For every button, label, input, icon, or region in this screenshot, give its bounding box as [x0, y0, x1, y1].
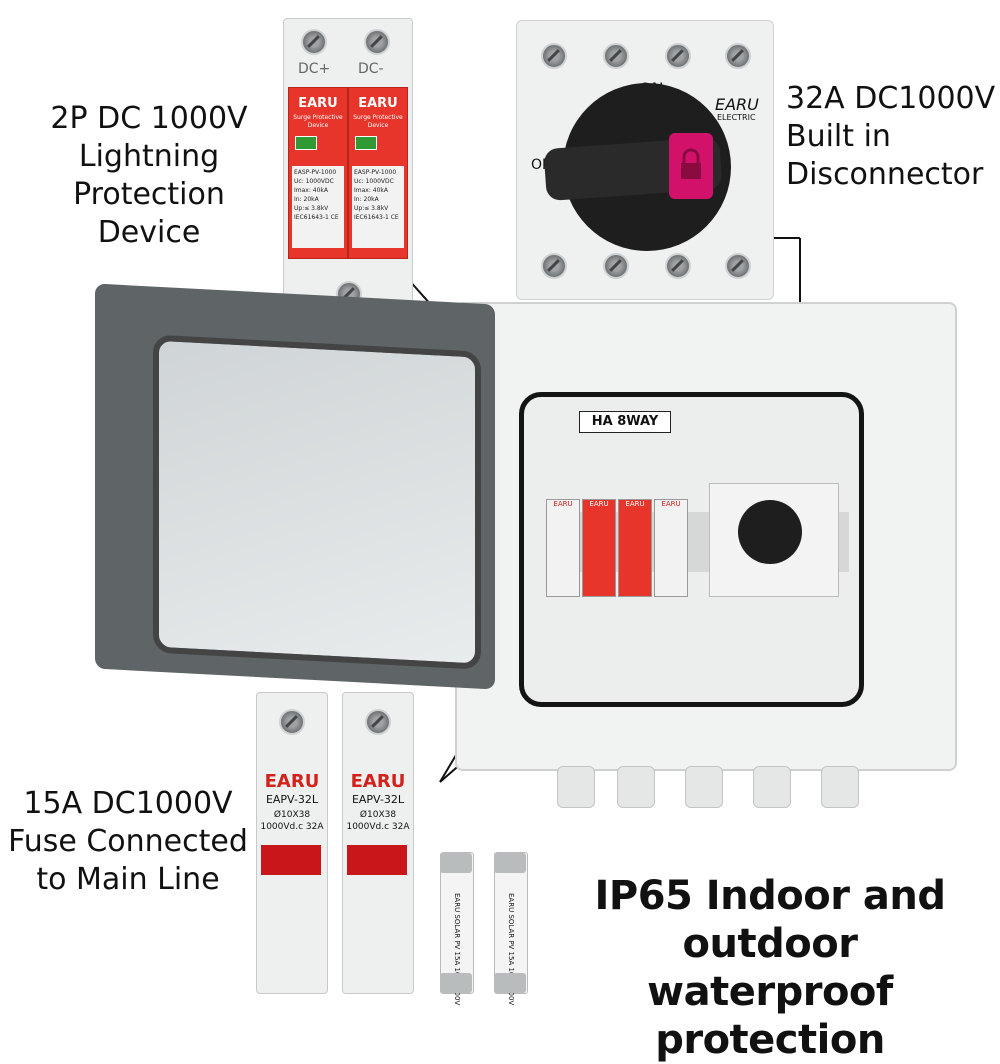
- spd-pole-right: EARU Surge Protective Device EASP-PV-100…: [348, 87, 408, 259]
- status-window: [355, 136, 377, 150]
- fuse-brand: EARU: [264, 771, 320, 792]
- spd-spec: Uc: 1000VDC Imax: 40kA In: 20kA Up:≤ 3.8…: [354, 178, 399, 221]
- ip65-headline: IP65 Indoor and outdoor waterproof prote…: [594, 873, 947, 1063]
- terminal-screw-icon: [665, 253, 691, 279]
- door-window: [153, 334, 481, 670]
- terminal-label-plus: DC+: [298, 61, 331, 77]
- cartridge-cap: [494, 973, 526, 993]
- spd-pole-left: EARU Surge Protective Device EASP-PV-100…: [288, 87, 348, 259]
- terminal-screw-icon: [365, 709, 391, 735]
- mini-knob: [738, 500, 802, 564]
- mini-disconnector: [709, 483, 839, 597]
- cable-gland: [685, 766, 723, 808]
- fuse-model: EAPV-32L: [265, 793, 319, 806]
- terminal-screw-icon: [665, 43, 691, 69]
- transparent-door: [95, 283, 495, 690]
- spd-model: EASP-PV-1000: [354, 169, 397, 176]
- spd-spec-label: EASP-PV-1000 Uc: 1000VDC Imax: 40kA In: …: [352, 166, 404, 248]
- cartridge-cap: [440, 853, 472, 873]
- fuse-window: [347, 845, 407, 875]
- terminal-label-minus: DC-: [358, 61, 384, 77]
- spd-brand: EARU: [358, 96, 398, 111]
- surge-protective-device: DC+ DC- EARU Surge Protective Device EAS…: [283, 18, 413, 318]
- fuse-brand: EARU: [350, 771, 406, 792]
- fuse-cartridge: EARU SOLAR PV 15A 10F 1000V: [494, 852, 528, 1005]
- terminal-screw-icon: [364, 29, 390, 55]
- status-window: [295, 136, 317, 150]
- disconnector-brand: EARU: [715, 95, 759, 114]
- terminal-screw-icon: [603, 253, 629, 279]
- terminal-screw-icon: [279, 709, 305, 735]
- spd-model: EASP-PV-1000: [294, 169, 337, 176]
- terminal-screw-icon: [301, 29, 327, 55]
- cartridge-cap: [494, 853, 526, 873]
- terminal-screw-icon: [725, 43, 751, 69]
- padlock-icon: [669, 133, 713, 199]
- cable-gland: [821, 766, 859, 808]
- fuse-module: EARU: [654, 499, 688, 597]
- spd-brand: EARU: [298, 96, 338, 111]
- terminal-screw-icon: [725, 253, 751, 279]
- fuse-callout: 15A DC1000V Fuse Connected to Main Line: [8, 786, 248, 897]
- fuse-window: [261, 845, 321, 875]
- cable-gland: [753, 766, 791, 808]
- spd-subtitle: Surge Protective Device: [293, 114, 343, 129]
- spd-callout: 2P DC 1000V Lightning Protection Device: [50, 101, 248, 250]
- spd-module: EARU: [582, 499, 616, 597]
- terminal-screw-icon: [603, 43, 629, 69]
- disconnector-sub: ELECTRIC: [717, 113, 756, 122]
- spd-subtitle: Surge Protective Device: [353, 114, 403, 129]
- dc-disconnector: ON OFF EARU ELECTRIC: [516, 20, 774, 300]
- fuse-spec: Ø10X38 1000Vd.c 32A: [346, 810, 410, 832]
- fuse-cartridge: EARU SOLAR PV 15A 10F 1000V: [440, 852, 474, 1005]
- combiner-box-enclosure: HA 8WAY EARU EARU EARU EARU: [455, 302, 957, 808]
- fuse-model: EAPV-32L: [351, 793, 405, 806]
- panel-gasket: HA 8WAY EARU EARU EARU EARU: [519, 392, 864, 707]
- cable-gland: [617, 766, 655, 808]
- enclosure-tag: HA 8WAY: [579, 411, 671, 433]
- disconnector-callout: 32A DC1000V Built in Disconnector: [786, 81, 996, 192]
- cable-gland: [557, 766, 595, 808]
- spd-spec-label: EASP-PV-1000 Uc: 1000VDC Imax: 40kA In: …: [292, 166, 344, 248]
- spd-module: EARU: [618, 499, 652, 597]
- fuse-module: EARU: [546, 499, 580, 597]
- fuse-spec: Ø10X38 1000Vd.c 32A: [260, 810, 324, 832]
- terminal-screw-icon: [541, 43, 567, 69]
- cartridge-cap: [440, 973, 472, 993]
- fuse-holder: EARU EAPV-32L Ø10X38 1000Vd.c 32A: [342, 692, 414, 994]
- fuse-holder: EARU EAPV-32L Ø10X38 1000Vd.c 32A: [256, 692, 328, 994]
- terminal-screw-icon: [541, 253, 567, 279]
- spd-spec: Uc: 1000VDC Imax: 40kA In: 20kA Up:≤ 3.8…: [294, 178, 339, 221]
